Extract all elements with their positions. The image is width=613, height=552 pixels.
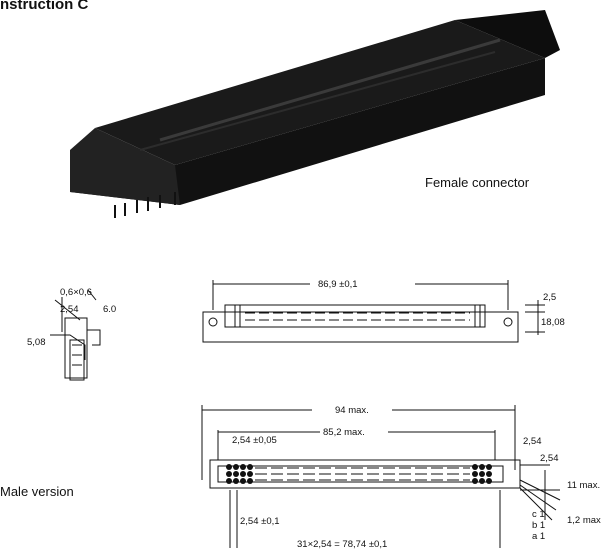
- dim-side-pin-size: 0,6×0,6: [60, 287, 92, 298]
- side-view-drawing: [50, 289, 101, 381]
- dim-bottom-height: 11 max.: [567, 480, 600, 491]
- dim-bottom-thickness: 1,2 max: [567, 515, 601, 526]
- dim-bottom-right-2: 2,54: [540, 453, 559, 464]
- dim-front-thickness: 2,5: [543, 292, 556, 303]
- dim-side-length: 6.0: [103, 304, 116, 315]
- dim-front-length: 86,9 ±0,1: [318, 279, 358, 290]
- label-row-a: a 1: [532, 531, 545, 542]
- label-row-b: b 1: [532, 520, 545, 531]
- label-row-c: c 1: [532, 509, 545, 520]
- caption-female-connector: Female connector: [425, 175, 530, 190]
- dim-bottom-row-span: 31×2,54 = 78,74 ±0,1: [297, 539, 387, 550]
- dim-front-height: 18,08: [541, 317, 565, 328]
- front-view-drawing: [202, 280, 545, 343]
- female-connector-illustration: [70, 10, 560, 218]
- dim-bottom-pitch-tol: 2,54 ±0,05: [232, 435, 277, 446]
- dim-side-pitch: 2,54: [60, 304, 79, 315]
- dim-bottom-inner: 85,2 max.: [323, 427, 365, 438]
- dim-bottom-pin-tol: 2,54 ±0,1: [240, 516, 280, 527]
- dim-bottom-overall: 94 max.: [335, 405, 369, 416]
- dim-bottom-right-1: 2,54: [523, 436, 542, 447]
- pin-array: [226, 464, 492, 484]
- dim-side-offset: 5,08: [27, 337, 46, 348]
- bottom-view-drawing: [201, 405, 561, 548]
- caption-male-version: Male version: [0, 484, 74, 499]
- page-heading: nstruction C: [0, 0, 89, 13]
